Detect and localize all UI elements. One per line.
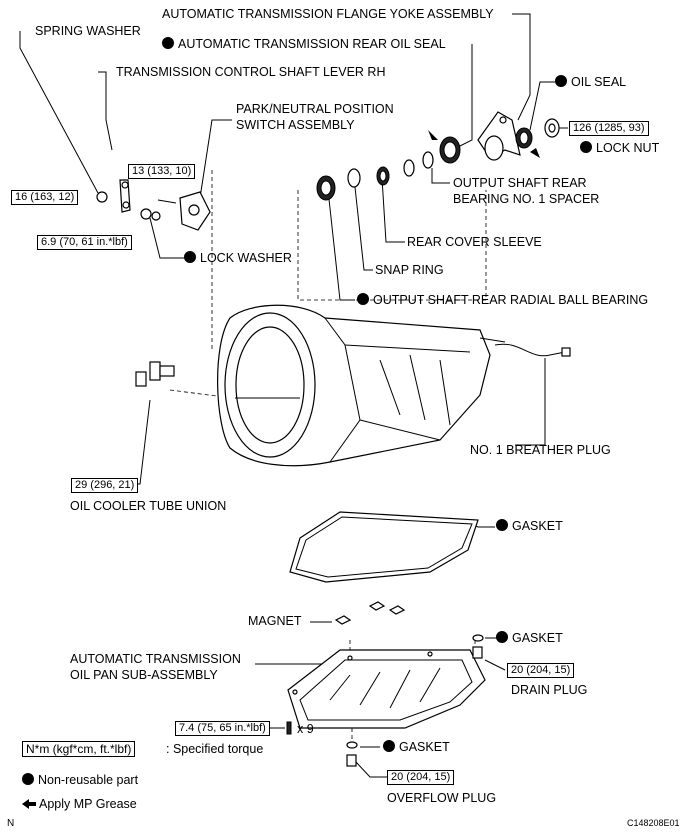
nonreusable-icon xyxy=(357,293,369,305)
lock-washer-part xyxy=(140,208,161,221)
label-spacer-2: BEARING NO. 1 SPACER xyxy=(453,192,600,206)
label-park-neutral-1: PARK/NEUTRAL POSITION xyxy=(236,102,394,116)
label-overflow-plug: OVERFLOW PLUG xyxy=(387,791,497,805)
torque-lock-washer-nut: 6.9 (70, 61 in.*lbf) xyxy=(37,235,132,250)
label-oil-cooler-union: OIL COOLER TUBE UNION xyxy=(70,499,227,513)
spring-washer-part xyxy=(96,191,108,203)
corner-letter: N xyxy=(7,818,15,829)
label-spring-washer: SPRING WASHER xyxy=(35,24,141,38)
nonreusable-icon xyxy=(162,37,174,49)
nonreusable-icon xyxy=(496,631,508,643)
label-magnet: MAGNET xyxy=(248,614,302,628)
overflow-plug-part xyxy=(346,754,357,767)
torque-spring-washer-nut: 16 (163, 12) xyxy=(11,190,79,205)
lever-bolt-part xyxy=(157,199,177,204)
pan-gasket-part xyxy=(289,511,479,583)
label-control-shaft-lever: TRANSMISSION CONTROL SHAFT LEVER RH xyxy=(116,65,386,79)
label-park-neutral-2: SWITCH ASSEMBLY xyxy=(236,118,355,132)
legend-torque-text: : Specified torque xyxy=(166,742,264,756)
label-snap-ring: SNAP RING xyxy=(375,263,444,277)
pan-bolt-part xyxy=(286,721,292,735)
torque-drain-plug: 20 (204, 15) xyxy=(507,663,575,678)
drain-gasket-part xyxy=(472,634,484,642)
label-gasket-overflow: GASKET xyxy=(383,740,450,754)
torque-lever-bolt: 13 (133, 10) xyxy=(128,164,196,179)
transmission-case xyxy=(217,304,506,467)
label-lock-washer: LOCK WASHER xyxy=(184,251,292,265)
label-drain-plug: DRAIN PLUG xyxy=(511,683,588,697)
torque-overflow-plug: 20 (204, 15) xyxy=(387,770,455,785)
label-oil-seal: OIL SEAL xyxy=(555,75,626,89)
nonreusable-icon xyxy=(22,773,34,785)
label-oil-pan-2: OIL PAN SUB-ASSEMBLY xyxy=(70,668,218,682)
label-flange-yoke: AUTOMATIC TRANSMISSION FLANGE YOKE ASSEM… xyxy=(162,7,494,21)
label-lock-nut: LOCK NUT xyxy=(580,141,659,155)
label-oil-pan-1: AUTOMATIC TRANSMISSION xyxy=(70,652,241,666)
control-lever-part xyxy=(119,179,131,213)
overflow-gasket-part xyxy=(346,741,358,749)
breather-plug-part xyxy=(561,347,571,357)
label-rear-cover-sleeve: REAR COVER SLEEVE xyxy=(407,235,542,249)
nonreusable-icon xyxy=(555,75,567,87)
label-radial-ball-bearing: OUTPUT SHAFT REAR RADIAL BALL BEARING xyxy=(357,293,648,307)
spacer-part xyxy=(403,159,415,177)
label-spacer-1: OUTPUT SHAFT REAR xyxy=(453,176,587,190)
label-rear-oil-seal: AUTOMATIC TRANSMISSION REAR OIL SEAL xyxy=(162,37,446,51)
legend-torque-box: N*m (kgf*cm, ft.*lbf) xyxy=(22,741,136,757)
label-times-nine: x 9 xyxy=(297,722,314,736)
grease-arrow-2 xyxy=(530,148,540,158)
figure-code: C148208E01 xyxy=(627,818,680,828)
legend-grease: Apply MP Grease xyxy=(22,797,137,811)
torque-cooler-union: 29 (296, 21) xyxy=(71,478,139,493)
legend-nonreusable: Non-reusable part xyxy=(22,773,138,787)
drain-plug-part xyxy=(472,646,483,659)
torque-lock-nut: 126 (1285, 93) xyxy=(569,121,649,136)
grease-arrow-icon xyxy=(22,799,36,809)
breather-hose xyxy=(494,343,566,357)
park-neutral-switch-part xyxy=(179,191,211,231)
nonreusable-icon xyxy=(383,740,395,752)
lock-nut-part xyxy=(544,118,560,138)
label-gasket-drain: GASKET xyxy=(496,631,563,645)
nonreusable-icon xyxy=(580,141,592,153)
snap-ring-part xyxy=(347,168,361,188)
flange-yoke-part xyxy=(477,111,521,161)
label-gasket-pan: GASKET xyxy=(496,519,563,533)
magnet-parts xyxy=(334,601,406,625)
nonreusable-icon xyxy=(496,519,508,531)
nonreusable-icon xyxy=(184,251,196,263)
label-breather-plug: NO. 1 BREATHER PLUG xyxy=(470,443,611,457)
torque-pan-bolts: 7.4 (75, 65 in.*lbf) xyxy=(175,721,270,736)
cooler-union-part xyxy=(135,361,175,387)
oil-pan-part xyxy=(287,649,486,729)
grease-arrow-1 xyxy=(428,130,438,140)
